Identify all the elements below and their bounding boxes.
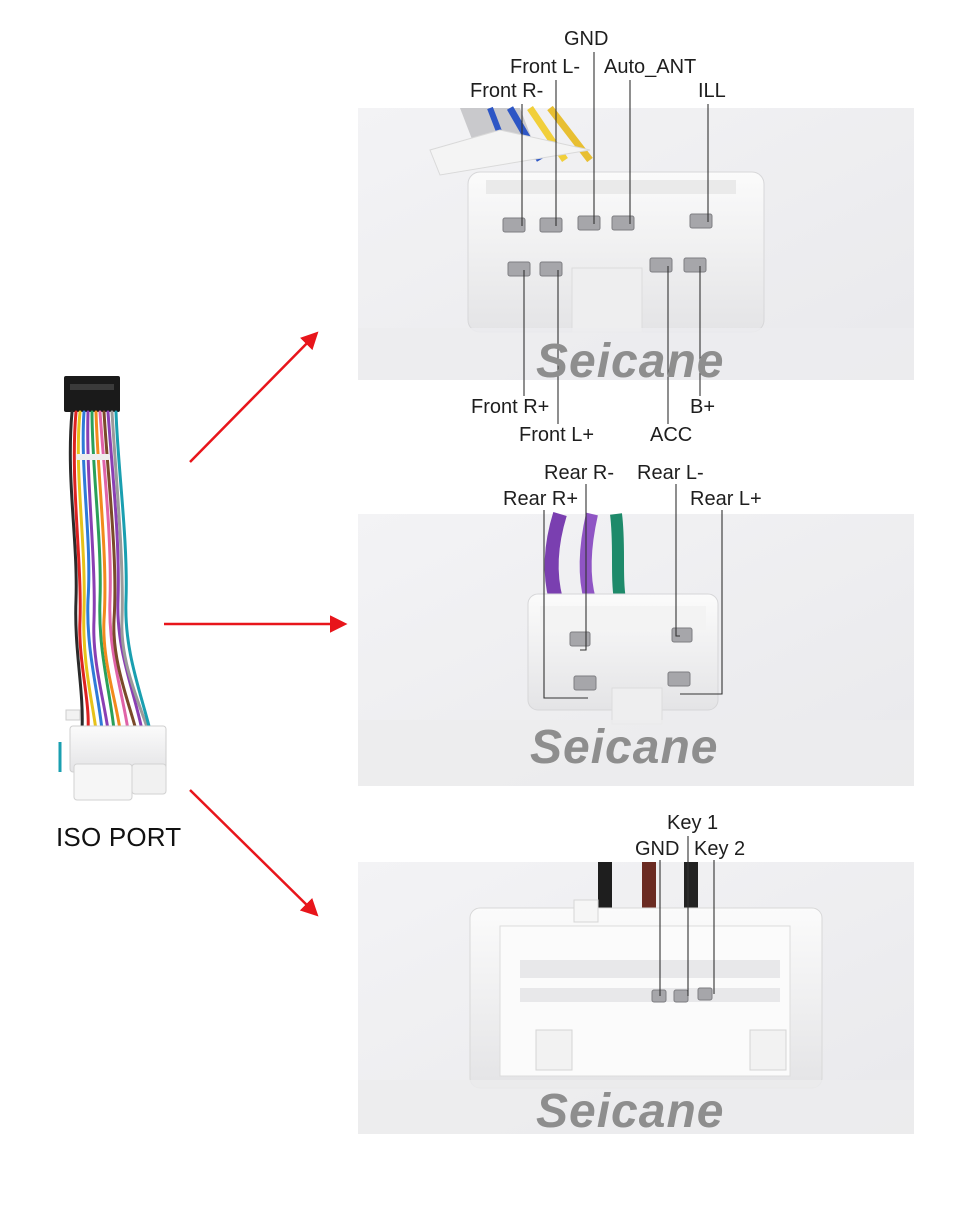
label-rear-r-minus: Rear R-: [544, 462, 615, 484]
label-front-l-minus: Front L-: [510, 56, 581, 78]
connector-3-photo: [358, 862, 914, 1134]
iso-port-label: ISO PORT: [56, 822, 182, 852]
label-front-l-plus: Front L+: [519, 424, 595, 446]
label-rear-r-plus: Rear R+: [503, 488, 579, 510]
label-ill: ILL: [698, 80, 726, 102]
label-rear-l-plus: Rear L+: [690, 488, 762, 510]
connector-1-photo: [358, 105, 914, 380]
label-rear-l-minus: Rear L-: [637, 462, 704, 484]
watermark-2: Seicane: [530, 721, 719, 774]
label-b-plus: B+: [690, 396, 716, 418]
label-gnd-key: GND: [635, 838, 680, 860]
connector-3-leaders: [659, 836, 715, 996]
label-auto-ant: Auto_ANT: [604, 56, 697, 78]
watermark-3: Seicane: [536, 1085, 725, 1138]
iso-harness-image: [58, 376, 167, 801]
label-front-r-plus: Front R+: [471, 396, 550, 418]
label-key-2: Key 2: [694, 838, 746, 860]
connector-2-leaders: [543, 484, 723, 699]
label-front-r-minus: Front R-: [470, 80, 544, 102]
connector-2-photo: [358, 511, 914, 786]
label-gnd: GND: [564, 28, 609, 50]
label-acc: ACC: [650, 424, 693, 446]
label-key-1: Key 1: [667, 812, 719, 834]
watermark-1: Seicane: [536, 335, 725, 388]
arrow-to-connector-1: [189, 331, 319, 463]
arrows: [164, 331, 348, 917]
arrow-to-connector-3: [189, 789, 319, 917]
connector-1-leaders: [521, 52, 709, 424]
